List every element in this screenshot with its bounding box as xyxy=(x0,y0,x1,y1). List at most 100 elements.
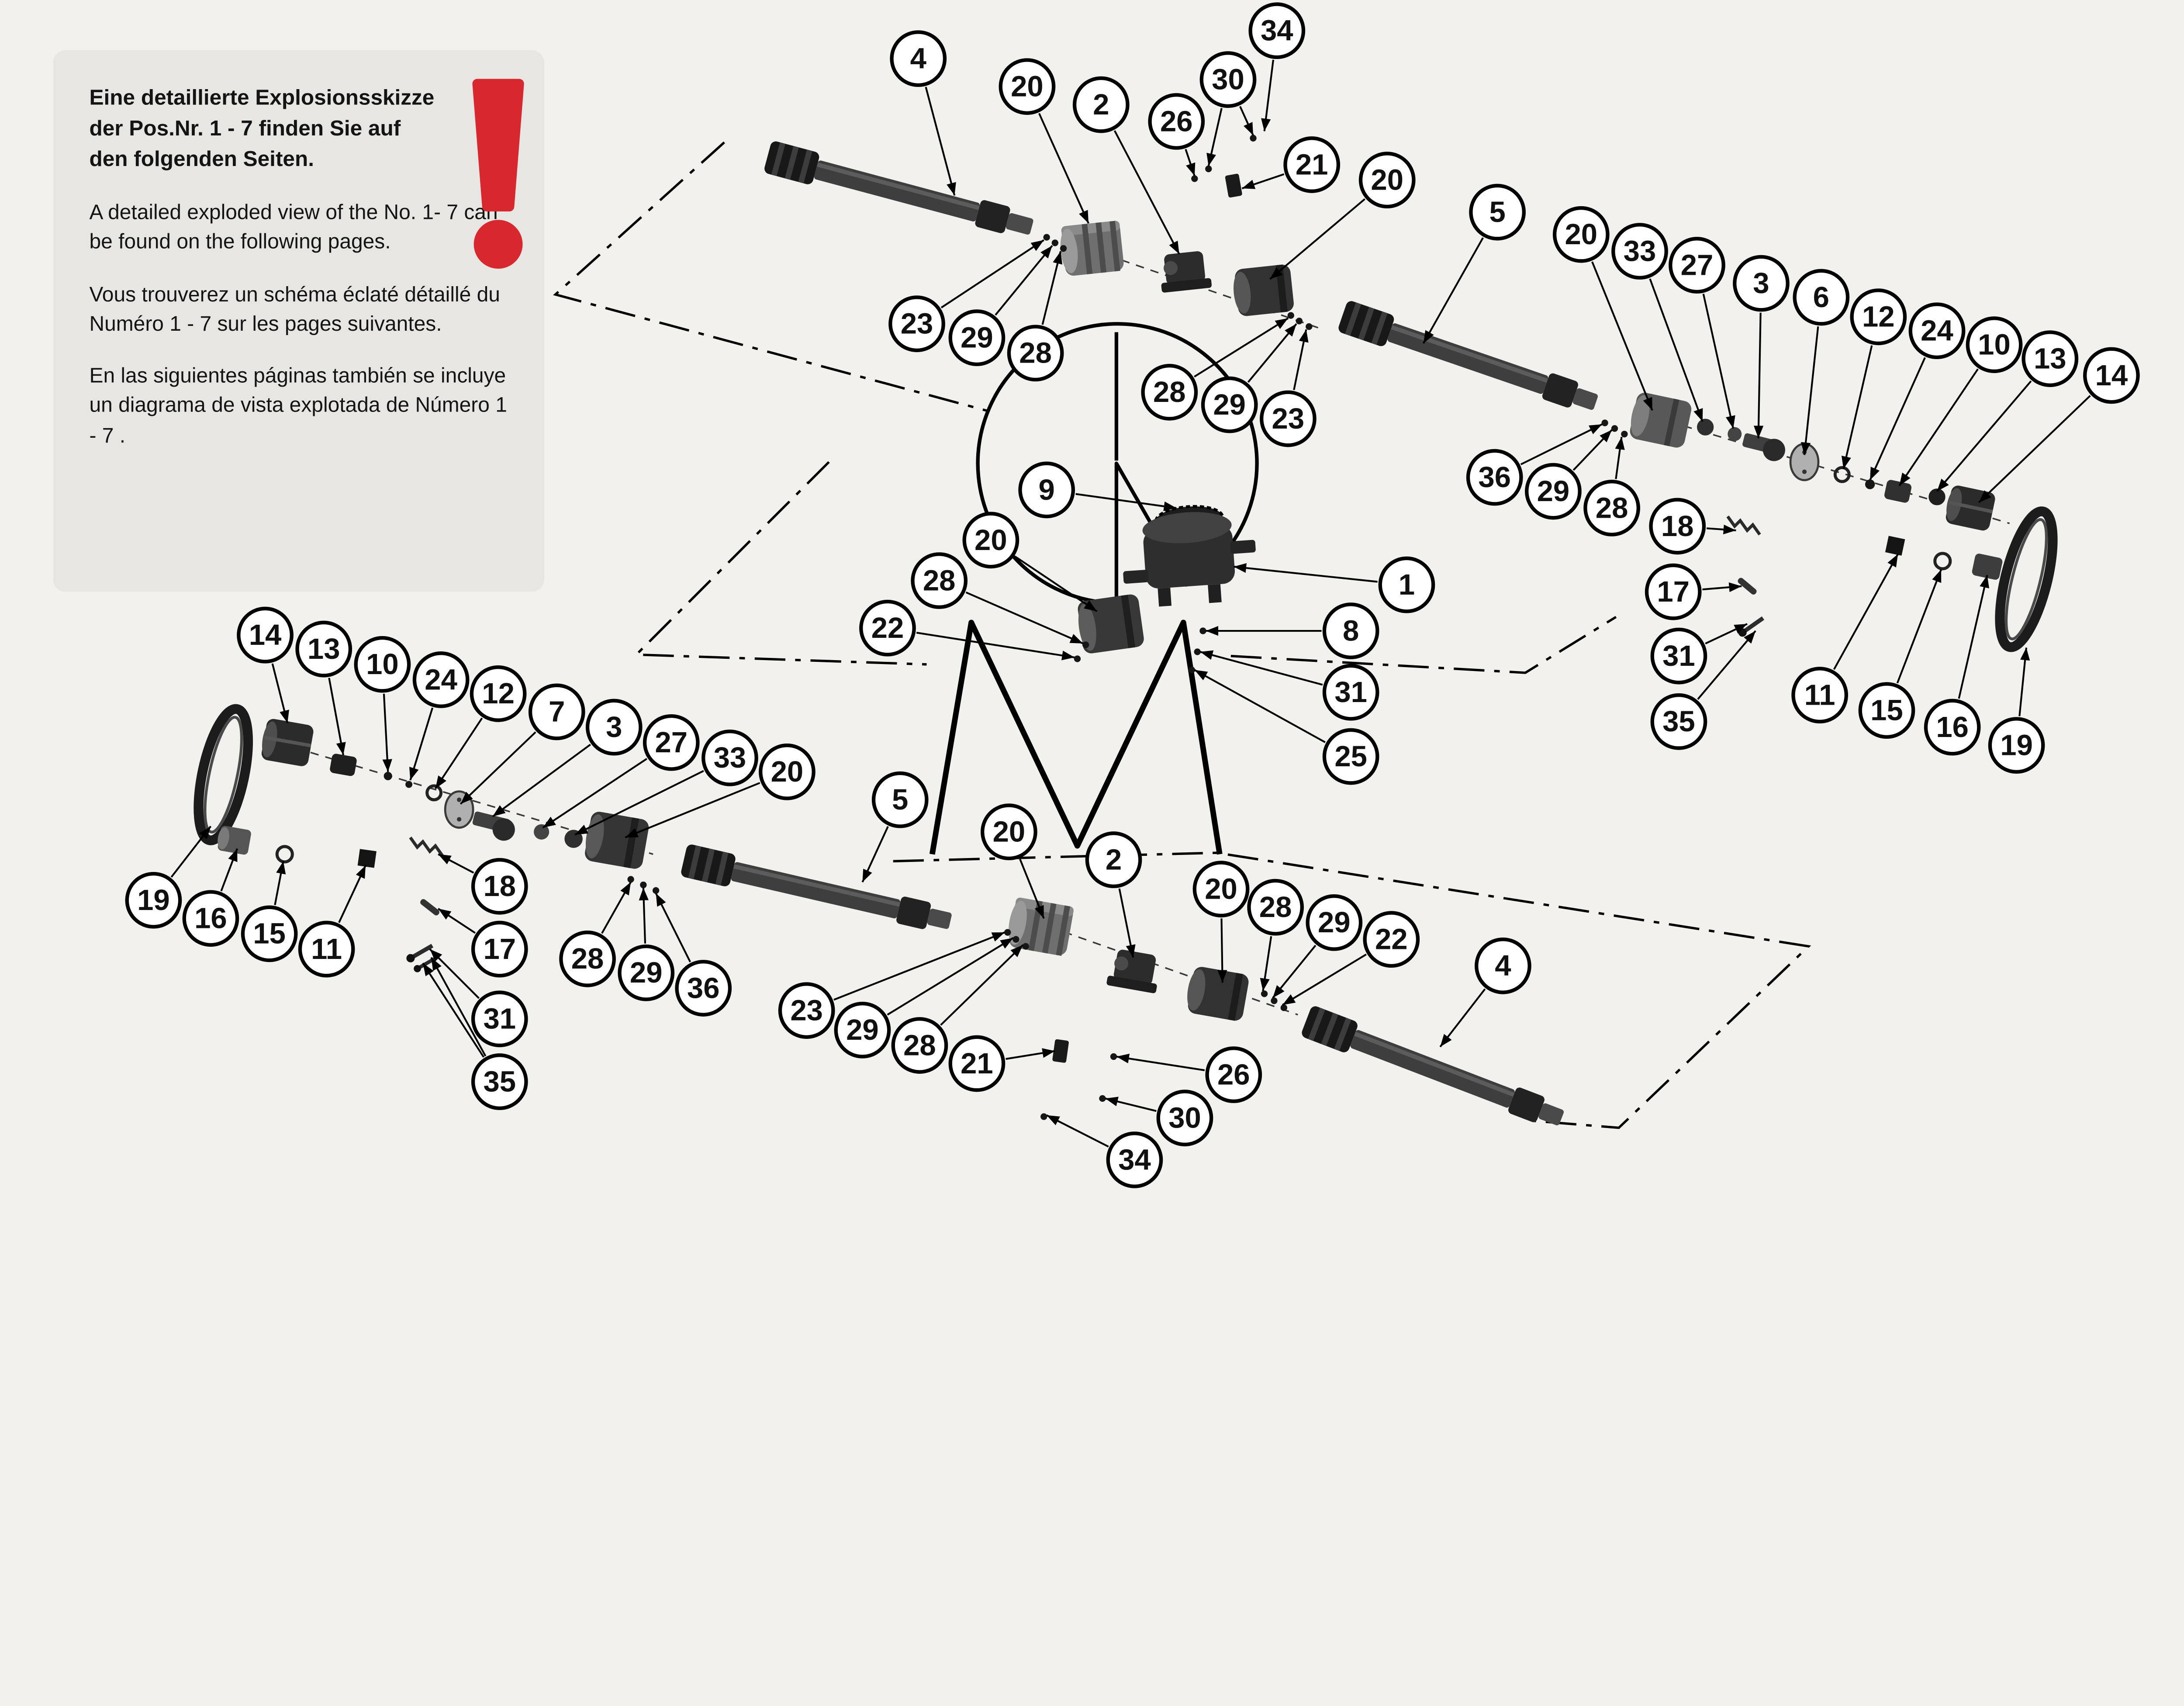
callout-27: 27 xyxy=(643,714,700,771)
callout-30: 30 xyxy=(1199,51,1257,108)
callout-leader-line xyxy=(382,693,392,772)
callout-number: 17 xyxy=(1657,575,1690,608)
callout-number: 26 xyxy=(1160,105,1193,138)
disc-33-right xyxy=(1697,419,1714,436)
callout-26: 26 xyxy=(1205,1046,1262,1103)
callout-29: 29 xyxy=(1525,463,1582,520)
callout-number: 29 xyxy=(961,322,993,354)
callout-28: 28 xyxy=(1247,879,1304,936)
callout-leader-line xyxy=(220,848,238,892)
callout-number: 20 xyxy=(1565,218,1597,251)
callout-circle xyxy=(702,729,758,786)
callout-circle xyxy=(999,58,1056,115)
callout-circle xyxy=(1085,831,1142,888)
callout-3: 3 xyxy=(585,699,643,756)
callout-leader-line xyxy=(1200,650,1323,686)
callout-number: 34 xyxy=(1118,1143,1151,1176)
callout-number: 12 xyxy=(482,677,515,710)
callout-circle xyxy=(1148,93,1205,150)
callout-number: 4 xyxy=(1495,949,1511,982)
callout-circle xyxy=(1966,316,2023,373)
callout-leader-line xyxy=(1841,345,1873,469)
callout-34: 34 xyxy=(1248,2,1306,59)
callout-number: 24 xyxy=(425,663,457,696)
callout-20: 20 xyxy=(981,803,1037,861)
callout-28: 28 xyxy=(559,931,616,987)
callout-number: 12 xyxy=(1862,301,1895,333)
callout-6: 6 xyxy=(1793,269,1850,326)
callout-circle xyxy=(675,960,732,1017)
callout-36: 36 xyxy=(1466,449,1523,506)
callout-leader-line xyxy=(861,826,889,883)
callout-circle xyxy=(1988,717,2045,774)
callout-leader-line xyxy=(1272,945,1317,999)
callout-15: 15 xyxy=(1858,682,1915,739)
callout-number: 28 xyxy=(1019,337,1052,370)
callout-number: 7 xyxy=(549,696,565,728)
callout-circle xyxy=(1669,237,1725,294)
callout-17: 17 xyxy=(1645,563,1702,620)
callout-31: 31 xyxy=(471,990,528,1048)
callout-circle xyxy=(1192,861,1250,917)
callout-29: 29 xyxy=(618,944,675,1001)
callout-circle xyxy=(1106,1132,1163,1188)
callout-circle xyxy=(125,872,182,929)
callout-29: 29 xyxy=(1306,894,1363,951)
callout-leader-line xyxy=(1282,953,1367,1006)
callout-number: 27 xyxy=(655,726,688,759)
callout-leader-line xyxy=(1705,623,1748,645)
callout-number: 28 xyxy=(1596,491,1628,524)
callout-leader-line xyxy=(1702,582,1742,592)
callout-36: 36 xyxy=(675,960,732,1017)
callout-leader-line xyxy=(1014,556,1098,612)
callout-number: 13 xyxy=(2034,342,2067,375)
callout-23: 23 xyxy=(888,295,945,353)
callout-29: 29 xyxy=(1201,376,1258,433)
callout-circle xyxy=(1156,1090,1213,1146)
callout-circle xyxy=(1645,563,1702,620)
callout-circle xyxy=(1525,463,1582,520)
callout-26: 26 xyxy=(1148,93,1205,150)
callout-number: 31 xyxy=(1662,640,1695,672)
callout-number: 15 xyxy=(253,917,286,950)
callout-circle xyxy=(1072,76,1130,133)
callout-leader-line xyxy=(1241,173,1285,190)
callout-number: 20 xyxy=(771,755,804,788)
coupling-drum-right xyxy=(1630,392,1692,448)
callout-number: 11 xyxy=(1804,678,1835,711)
callout-leader-line xyxy=(429,948,480,999)
pin-17-right xyxy=(1738,578,1757,595)
callout-10: 10 xyxy=(354,636,411,693)
callout-number: 9 xyxy=(1039,474,1055,506)
callout-3: 3 xyxy=(1733,255,1790,312)
callout-number: 27 xyxy=(1681,249,1714,281)
info-text-spanish: En las siguientes páginas también se inc… xyxy=(89,364,507,448)
callout-30: 30 xyxy=(1156,1090,1213,1146)
cutaway-m-shape xyxy=(929,619,1223,855)
callout-leader-line xyxy=(625,782,760,838)
disc-27-right xyxy=(1728,427,1742,441)
callout-number: 10 xyxy=(1978,328,2011,361)
callout-circle xyxy=(891,1017,948,1074)
callout-circle xyxy=(585,699,643,756)
callout-circle xyxy=(471,990,528,1048)
callout-circle xyxy=(295,620,352,678)
callout-number: 20 xyxy=(1371,164,1403,197)
pulley-drum-bottom xyxy=(1187,967,1249,1021)
callout-circle xyxy=(948,1035,1006,1092)
callout-16: 16 xyxy=(1924,699,1981,756)
callout-circle xyxy=(2022,330,2079,387)
callout-11: 11 xyxy=(1791,667,1848,723)
bearing-bracket-top xyxy=(1161,251,1212,293)
callout-33: 33 xyxy=(1611,223,1668,280)
callout-number: 10 xyxy=(366,648,399,681)
callout-number: 22 xyxy=(871,612,904,644)
tension-spring-left xyxy=(409,836,444,857)
belt-pulley-left xyxy=(261,719,314,766)
callout-number: 33 xyxy=(714,741,746,774)
callout-10: 10 xyxy=(1966,316,2023,373)
callout-leader-line xyxy=(995,245,1053,316)
callout-leader-line xyxy=(492,744,591,817)
callout-circle xyxy=(1306,894,1363,951)
bearing-bracket-bottom xyxy=(1106,949,1157,993)
